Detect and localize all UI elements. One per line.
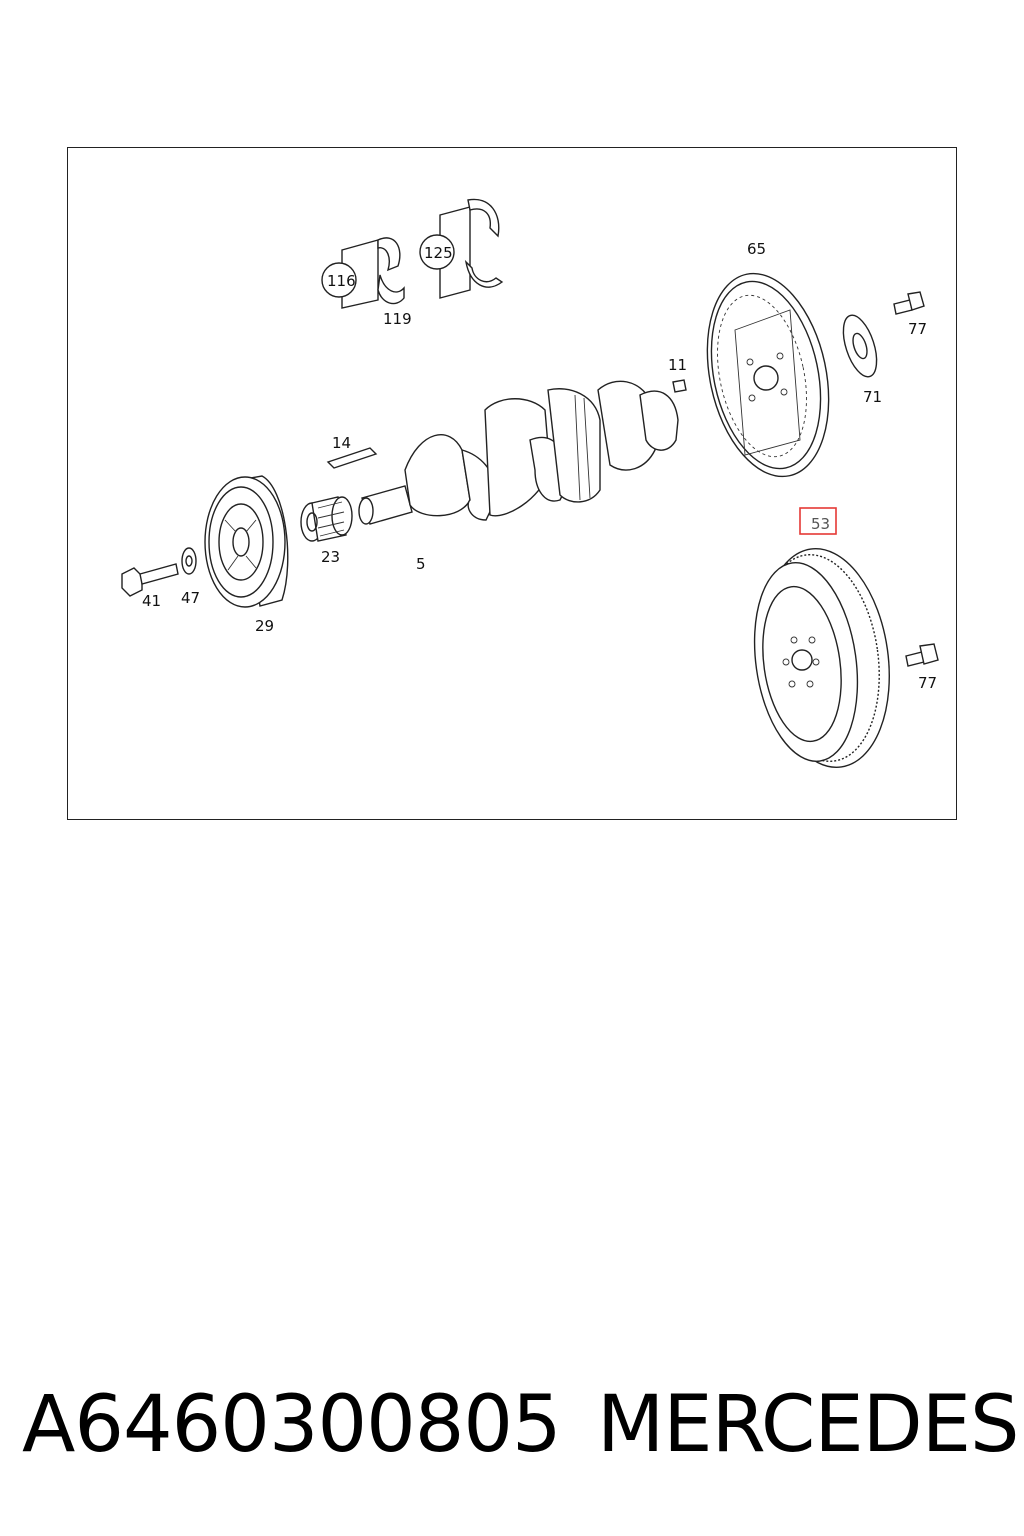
- bolt-77-upper[interactable]: [893, 291, 925, 315]
- thrust-washer-125[interactable]: [419, 198, 504, 299]
- diagram-frame: [67, 147, 957, 820]
- label-47[interactable]: 47: [181, 589, 200, 607]
- label-71[interactable]: 71: [863, 388, 882, 406]
- label-119[interactable]: 119: [383, 310, 412, 328]
- label-11[interactable]: 11: [668, 356, 687, 374]
- label-5[interactable]: 5: [416, 555, 426, 573]
- crank-gear-23[interactable]: [300, 496, 353, 542]
- label-41[interactable]: 41: [142, 592, 161, 610]
- vibration-damper-29[interactable]: [204, 475, 289, 608]
- spacer-71[interactable]: [837, 311, 883, 381]
- highlight-box-53: [799, 507, 837, 535]
- label-23[interactable]: 23: [321, 548, 340, 566]
- label-53[interactable]: 53: [811, 515, 830, 533]
- bolt-77-lower[interactable]: [905, 643, 939, 667]
- woodruff-key-14[interactable]: [326, 447, 378, 469]
- label-14[interactable]: 14: [332, 434, 351, 452]
- bolt-41[interactable]: [121, 563, 179, 597]
- label-116[interactable]: 116: [327, 272, 356, 290]
- drive-plate-65[interactable]: [690, 262, 846, 488]
- brand-name: MERCEDES: [597, 1380, 1019, 1470]
- footer: A6460300805 MERCEDES: [0, 1375, 1024, 1475]
- callout-circle-116: [321, 262, 357, 298]
- label-65[interactable]: 65: [747, 240, 766, 258]
- dowel-pin-11[interactable]: [672, 379, 687, 393]
- flywheel-53[interactable]: [743, 540, 903, 775]
- label-77-lower[interactable]: 77: [918, 674, 937, 692]
- crankshaft-5[interactable]: [358, 380, 679, 525]
- part-number: A6460300805: [22, 1380, 562, 1470]
- label-77-upper[interactable]: 77: [908, 320, 927, 338]
- label-29[interactable]: 29: [255, 617, 274, 635]
- label-125[interactable]: 125: [424, 244, 453, 262]
- bearing-shell-116[interactable]: [321, 237, 405, 309]
- callout-circle-125: [419, 234, 455, 270]
- washer-47[interactable]: [181, 547, 197, 575]
